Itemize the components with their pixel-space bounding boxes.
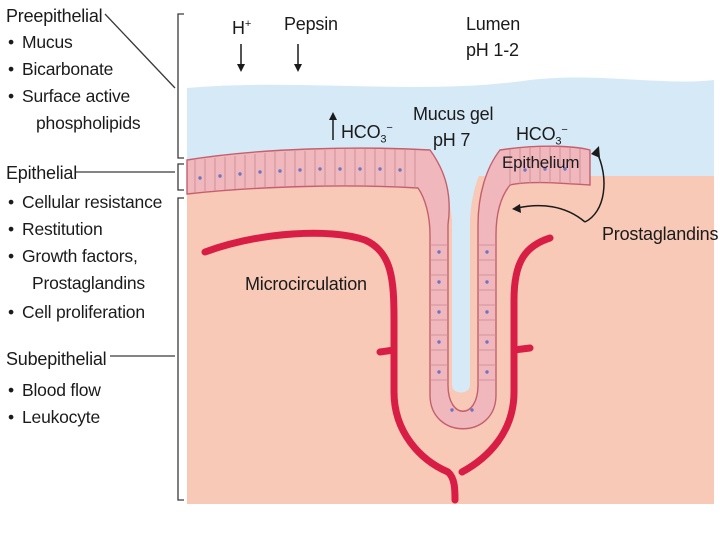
epithelial-item-growth-factors: Growth factors,	[8, 246, 138, 266]
prostaglandins-label: Prostaglandins	[602, 224, 719, 244]
preepithelial-item-bicarbonate: Bicarbonate	[8, 59, 113, 79]
pepsin-label: Pepsin	[284, 14, 338, 34]
epithelial-title: Epithelial	[6, 163, 78, 183]
prostaglandin-arrows	[512, 146, 605, 223]
layer-brackets	[76, 13, 184, 501]
lumen-label: Lumen	[466, 14, 521, 34]
epithelium-band	[186, 145, 591, 430]
epithelial-item-prostaglandins: Prostaglandins	[32, 273, 145, 293]
microcirculation-label: Microcirculation	[245, 274, 367, 294]
lamina-propria-tissue	[187, 168, 714, 504]
mucus-gel-label: Mucus gel	[413, 104, 494, 124]
epithelial-cell-walls	[194, 147, 581, 381]
epithelial-item-cell-proliferation: Cell proliferation	[8, 302, 145, 322]
epithelial-item-restitution: Restitution	[8, 219, 103, 239]
mucus-ph-label: pH 7	[433, 130, 471, 150]
subepithelial-title: Subepithelial	[6, 349, 107, 369]
subepithelial-item-blood-flow: Blood flow	[8, 380, 101, 400]
epithelial-item-cellular-resistance: Cellular resistance	[8, 192, 162, 212]
microcirculation-vessels	[201, 229, 554, 504]
preepithelial-item-mucus: Mucus	[8, 32, 73, 52]
h-plus-label: H+	[232, 18, 252, 38]
preepithelial-item-surface-active: Surface active	[8, 86, 130, 106]
bicarbonate-layer-label: HCO3−	[516, 124, 568, 148]
lumen-ph-label: pH 1-2	[466, 40, 519, 60]
epithelial-nuclei	[198, 167, 567, 412]
epithelium-label: Epithelium	[502, 153, 580, 172]
preepithelial-item-phospholipids: phospholipids	[36, 113, 141, 133]
gastric-pit-lumen	[430, 150, 492, 393]
bicarbonate-secretion-label: HCO3−	[341, 122, 393, 146]
flow-arrows	[237, 44, 337, 140]
preepithelial-title: Preepithelial	[6, 6, 103, 26]
subepithelial-item-leukocyte: Leukocyte	[8, 407, 100, 427]
